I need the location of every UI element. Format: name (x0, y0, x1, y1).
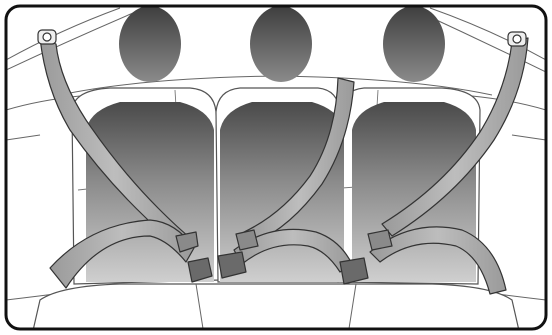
belt-center-latch (236, 230, 258, 250)
belt-left-anchor-bolt (43, 33, 51, 41)
occupant-right-head (383, 6, 445, 82)
belt-right-anchor-bolt (513, 35, 521, 43)
occupant-left-head (119, 6, 181, 82)
occupant-left-torso (86, 102, 214, 282)
belt-right-latch (368, 230, 392, 250)
occupant-right-torso (352, 102, 476, 282)
seat-cushion (32, 284, 520, 335)
occupant-center-head (250, 6, 312, 82)
